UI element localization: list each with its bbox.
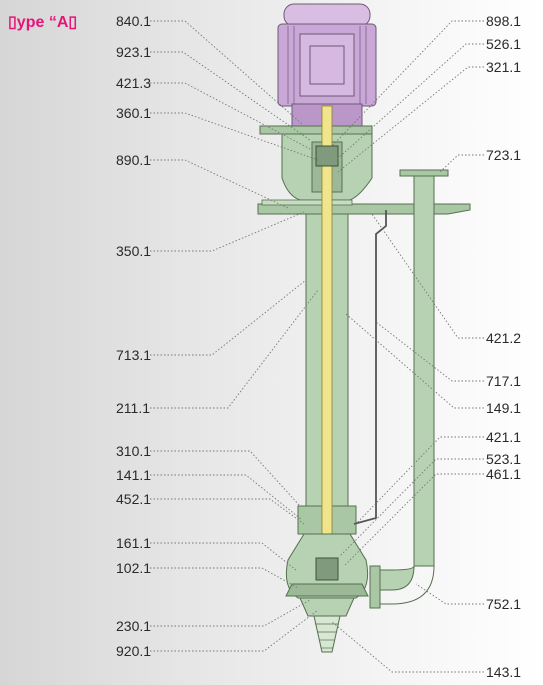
pump-casing <box>285 533 369 653</box>
leader-lines <box>150 20 484 673</box>
label-211-1: 211.1 <box>116 400 150 416</box>
label-310-1: 310.1 <box>116 443 152 459</box>
label-452-1: 452.1 <box>116 491 152 507</box>
label-321-1: 321.1 <box>486 59 522 75</box>
label-461-1: 461.1 <box>486 466 522 482</box>
label-723-1: 723.1 <box>486 147 522 163</box>
label-526-1: 526.1 <box>486 36 522 52</box>
label-421-2: 421.2 <box>486 330 522 346</box>
label-890-1: 890.1 <box>116 152 152 168</box>
label-717-1: 717.1 <box>486 373 522 389</box>
label-713-1: 713.1 <box>116 347 152 363</box>
label-350-1: 350.1 <box>116 243 152 259</box>
label-840-1: 840.1 <box>116 13 152 29</box>
label-149-1: 149.1 <box>486 400 522 416</box>
label-898-1: 898.1 <box>486 13 522 29</box>
label-141-1: 141.1 <box>116 467 152 483</box>
label-923-1: 923.1 <box>116 44 152 60</box>
label-360-1: 360.1 <box>116 105 152 121</box>
label-230-1: 230.1 <box>116 618 152 634</box>
label-421-1: 421.1 <box>486 429 522 445</box>
shaft <box>321 105 333 587</box>
label-102-1: 102.1 <box>116 560 152 576</box>
label-143-1: 143.1 <box>486 664 522 680</box>
mounting-plate <box>257 199 471 215</box>
label-421-3: 421.3 <box>116 75 152 91</box>
label-920-1: 920.1 <box>116 643 152 659</box>
diagram-title: ▯ype “A▯ <box>8 14 78 31</box>
label-161-1: 161.1 <box>116 535 152 551</box>
discharge-pipe <box>369 169 449 609</box>
label-752-1: 752.1 <box>486 596 522 612</box>
lube-line <box>353 210 387 525</box>
coupling <box>315 145 339 167</box>
label-523-1: 523.1 <box>486 451 522 467</box>
